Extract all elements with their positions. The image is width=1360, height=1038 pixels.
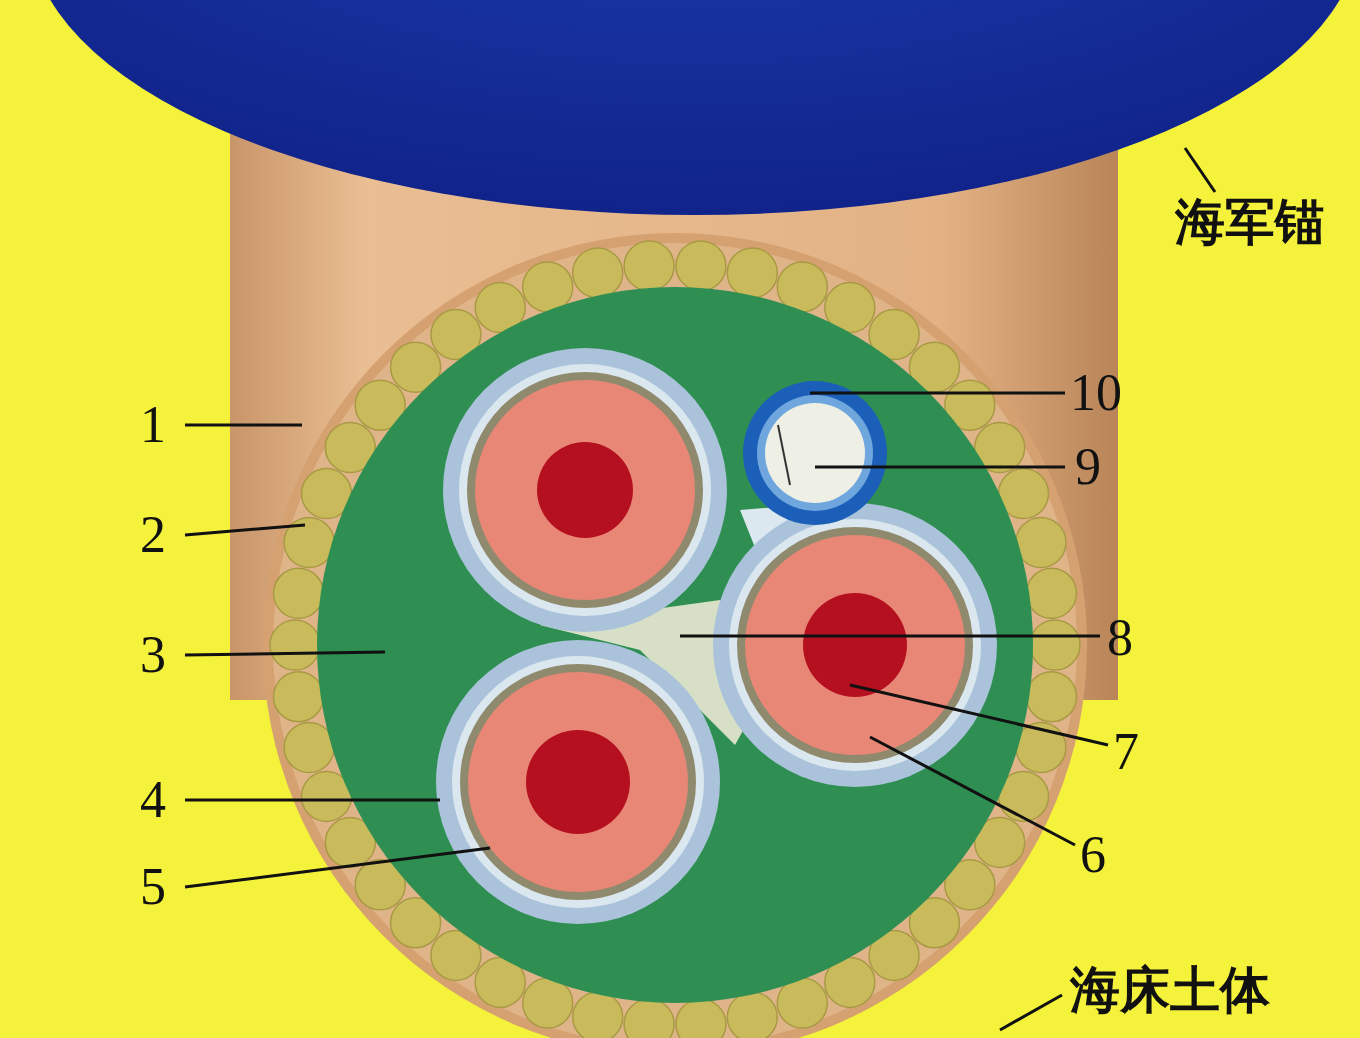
fibre-armour [757, 395, 873, 511]
part-label: 海床土体 [1070, 965, 1270, 1015]
armour-wire [727, 992, 777, 1038]
armour-wire [1030, 620, 1080, 670]
armour-wire [727, 248, 777, 298]
armour-wire [284, 723, 334, 773]
callout-number: 3 [140, 629, 166, 681]
part-label: 海军锚 [1175, 197, 1325, 247]
callout-number: 4 [140, 774, 166, 826]
armour-wire [274, 568, 324, 618]
armour-wire [573, 248, 623, 298]
armour-wire [624, 999, 674, 1038]
outer-sheath-inner [273, 243, 1077, 1038]
armour-wire [1016, 518, 1066, 568]
fibre-unit [765, 403, 865, 503]
callout-number: 5 [140, 861, 166, 913]
armour-wire [676, 241, 726, 291]
leader-lines [185, 148, 1215, 1030]
armour-wire [573, 992, 623, 1038]
callout-number: 6 [1080, 829, 1106, 881]
callout-number: 9 [1075, 441, 1101, 493]
armour-wire [274, 672, 324, 722]
power-core [713, 503, 997, 787]
armour-wire [1027, 672, 1077, 722]
armour-wire [676, 999, 726, 1038]
power-core [436, 640, 720, 924]
callout-number: 10 [1070, 367, 1122, 419]
armour-wires [270, 241, 1080, 1038]
power-core [443, 348, 727, 632]
armour-wire [624, 241, 674, 291]
callout-number: 1 [140, 399, 166, 451]
callout-number: 8 [1107, 612, 1133, 664]
navy-anchor [30, 0, 1360, 215]
armour-wire [270, 620, 320, 670]
fibre-armour [743, 381, 887, 525]
armour-wire [1027, 568, 1077, 618]
callout-number: 7 [1113, 726, 1139, 778]
fibre [778, 425, 790, 485]
callout-number: 2 [140, 509, 166, 561]
